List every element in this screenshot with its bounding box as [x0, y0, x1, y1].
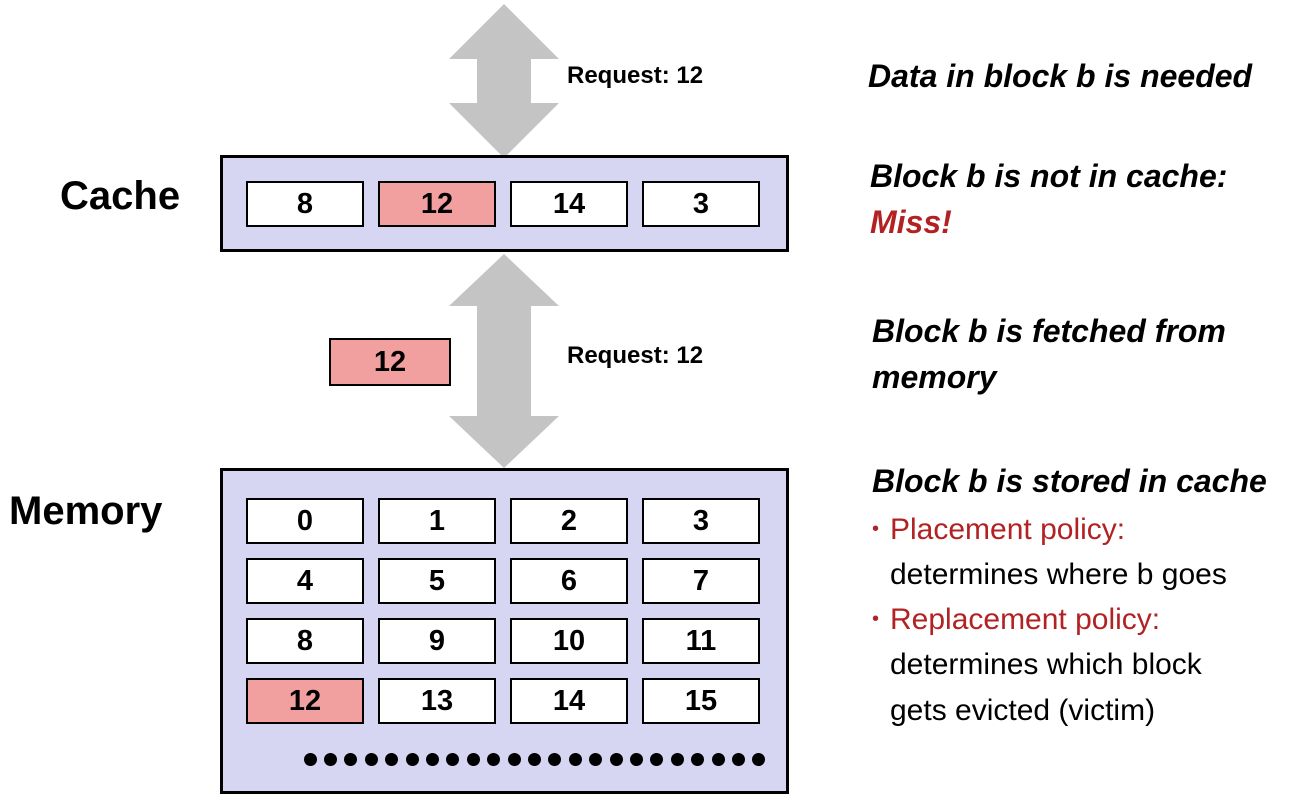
bullet-dot: • [872, 518, 880, 540]
bullet-dot: • [872, 608, 880, 630]
memory-block: 2 [510, 498, 628, 544]
memory-block: 3 [642, 498, 760, 544]
request-arrow-top [449, 4, 559, 158]
memory-block: 13 [378, 678, 496, 724]
memory-block: 7 [642, 558, 760, 604]
memory-block: 6 [510, 558, 628, 604]
request-label-middle: Request: 12 [567, 342, 704, 369]
memory-block-highlighted: 12 [246, 678, 364, 724]
memory-block: 4 [246, 558, 364, 604]
note-not-in-cache: Block b is not in cache: [870, 158, 1228, 194]
placement-policy-desc: determines where b goes [890, 558, 1227, 591]
memory-panel: 0 1 2 3 4 5 6 7 8 9 10 11 12 13 14 15 [220, 468, 789, 794]
replacement-policy-desc-line2: gets evicted (victim) [890, 694, 1156, 727]
cache-block: 14 [510, 181, 628, 227]
note-fetched-line2: memory [872, 359, 997, 395]
cache-label: Cache [60, 174, 181, 218]
cache-block-highlighted: 12 [378, 181, 496, 227]
note-needed: Data in block b is needed [868, 58, 1253, 94]
request-label-top: Request: 12 [567, 62, 704, 89]
fetched-block: 12 [329, 338, 451, 386]
cache-block: 3 [642, 181, 760, 227]
memory-block: 1 [378, 498, 496, 544]
memory-block: 10 [510, 618, 628, 664]
memory-block: 11 [642, 618, 760, 664]
bullet-replacement: • Replacement policy: [872, 596, 1160, 643]
memory-block: 5 [378, 558, 496, 604]
replacement-policy-desc-line1: determines which block [890, 648, 1202, 681]
memory-label: Memory [9, 489, 163, 533]
memory-block: 8 [246, 618, 364, 664]
memory-block: 0 [246, 498, 364, 544]
replacement-policy-title: Replacement policy: [890, 603, 1161, 636]
cache-block: 8 [246, 181, 364, 227]
fetch-arrow-middle [449, 254, 559, 468]
cache-panel: 8 12 14 3 [220, 155, 789, 252]
note-stored: Block b is stored in cache [872, 463, 1267, 499]
note-fetched-line1: Block b is fetched from [872, 313, 1226, 349]
bullet-placement: • Placement policy: [872, 506, 1125, 553]
placement-policy-title: Placement policy: [890, 513, 1126, 546]
ellipsis-dots [300, 752, 769, 766]
memory-block: 14 [510, 678, 628, 724]
memory-block: 9 [378, 618, 496, 664]
note-miss: Miss! [870, 204, 952, 240]
memory-block: 15 [642, 678, 760, 724]
